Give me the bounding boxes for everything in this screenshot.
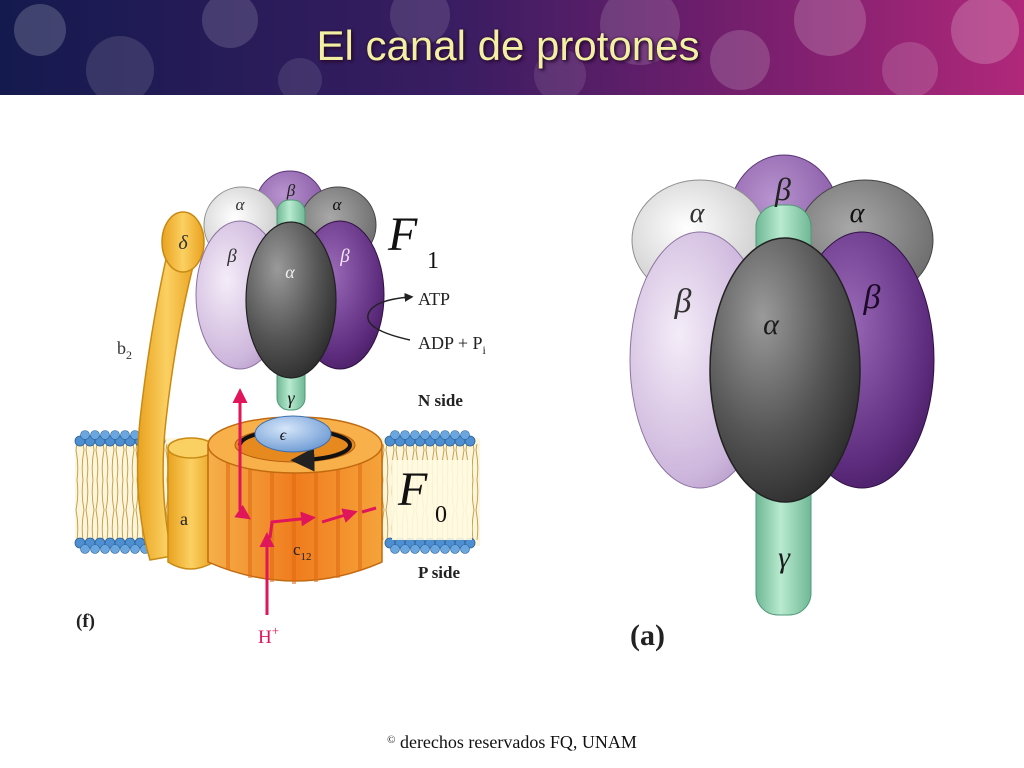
lipid-head <box>440 430 450 440</box>
lipid-head <box>410 544 420 554</box>
atp-synthase-diagram: δ β α α β β α γ ϵ a b2 c12 ATP ADP + Pi … <box>74 154 935 652</box>
lipid-head <box>110 544 120 554</box>
delta-subunit <box>161 211 205 273</box>
alpha-center-subunit <box>245 221 337 379</box>
f1-subscript: 1 <box>427 248 439 274</box>
slide-title: El canal de protones <box>316 22 700 69</box>
panel-a: β α α β β α γ (a) <box>629 154 935 652</box>
lipid-head <box>400 430 410 440</box>
h-plus-label: H+ <box>258 623 279 648</box>
lipid-head <box>130 544 140 554</box>
alpha-left-label-large: α <box>690 198 706 229</box>
b2-label: b2 <box>117 338 132 362</box>
gamma-label-large: γ <box>778 541 791 574</box>
lipid-head <box>420 430 430 440</box>
lipid-head <box>440 544 450 554</box>
atp-label: ATP <box>418 289 450 309</box>
gamma-label: γ <box>287 388 295 408</box>
f0-label-box <box>392 460 472 540</box>
panel-f: δ β α α β β α γ ϵ a b2 c12 ATP ADP + Pi … <box>74 170 487 648</box>
b2-stator-arm <box>136 249 197 561</box>
f1-head <box>195 170 385 411</box>
lipid-head <box>410 430 420 440</box>
lipid-head <box>460 544 470 554</box>
lipid-head <box>90 430 100 440</box>
lipid-head <box>100 430 110 440</box>
epsilon-subunit <box>254 415 332 453</box>
slide-header: El canal de protones <box>0 0 1024 95</box>
beta-top-label: β <box>286 181 296 200</box>
lipid-head <box>100 544 110 554</box>
lipid-head <box>460 430 470 440</box>
lipid-head <box>390 430 400 440</box>
header-bokeh-background <box>0 0 1024 95</box>
lipid-head <box>120 544 130 554</box>
lipid-head <box>80 544 90 554</box>
copyright-symbol: © <box>387 734 396 746</box>
f1-label: F <box>387 208 418 261</box>
lipid-head <box>390 544 400 554</box>
lipid-head <box>450 544 460 554</box>
lipid-head <box>120 430 130 440</box>
p-side-label: P side <box>418 563 460 582</box>
a-subunit <box>167 437 215 570</box>
lipid-head <box>80 430 90 440</box>
copyright-text: derechos reservados FQ, UNAM <box>399 732 637 752</box>
c12-ring <box>207 416 383 584</box>
panel-f-label: (f) <box>76 611 95 632</box>
lipid-head <box>400 544 410 554</box>
lipid-head <box>430 430 440 440</box>
lipid-head <box>110 430 120 440</box>
epsilon-label: ϵ <box>280 427 287 444</box>
beta-top-label-large: β <box>774 171 791 207</box>
alpha-left-label: α <box>236 195 246 214</box>
copyright-footer: © derechos reservados FQ, UNAM <box>0 732 1024 753</box>
f0-subscript: 0 <box>435 502 447 528</box>
c12-label: c12 <box>293 540 312 563</box>
beta-right-label-large: β <box>863 279 881 316</box>
adp-pi-label: ADP + Pi <box>418 333 487 357</box>
beta-left-label-large: β <box>674 283 692 320</box>
lipid-head <box>420 544 430 554</box>
alpha-center-label: α <box>285 262 295 282</box>
beta-left-label: β <box>226 246 237 267</box>
alpha-right-label: α <box>333 195 343 214</box>
lipid-head <box>450 430 460 440</box>
n-side-label: N side <box>418 391 463 410</box>
atp-synthesis-arrow <box>367 292 414 341</box>
alpha-right-label-large: α <box>850 198 866 229</box>
beta-right-label: β <box>339 246 350 267</box>
a-subunit-label: a <box>180 509 188 529</box>
f0-label: F <box>397 463 428 516</box>
lipid-head <box>430 544 440 554</box>
delta-label: δ <box>178 232 188 254</box>
panel-a-label: (a) <box>630 619 665 652</box>
alpha-center-subunit-large <box>709 237 861 503</box>
lipid-head <box>90 544 100 554</box>
proton-path-arrows <box>232 388 377 615</box>
alpha-center-label-large: α <box>763 308 780 341</box>
